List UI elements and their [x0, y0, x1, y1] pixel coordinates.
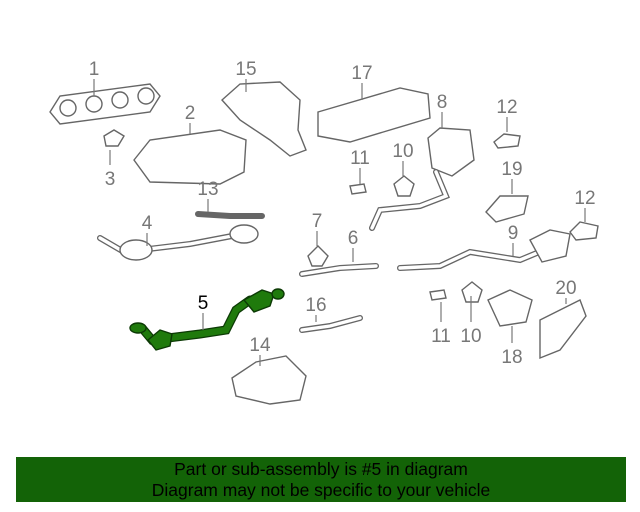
exhaust-parts-diagram: 1 15 17 8 12 2 11 10 19 3 13 12 7 4 6 9 5 20 16 11 10 14 18	[49, 59, 599, 405]
part-5-catalytic-converter-pipe[interactable]	[129, 288, 285, 351]
callout-9: 9	[508, 223, 519, 244]
part-1-manifold-gasket[interactable]	[49, 83, 161, 125]
part-18-bracket[interactable]	[487, 289, 533, 327]
part-6-intermediate-pipe[interactable]	[299, 263, 379, 277]
part-10-hanger-lower[interactable]	[461, 281, 483, 303]
part-16-pipe[interactable]	[299, 315, 363, 333]
callout-15: 15	[235, 59, 256, 80]
part-info-banner: Part or sub-assembly is #5 in diagram Di…	[16, 457, 626, 502]
part-13-oxygen-sensor[interactable]	[195, 211, 265, 219]
part-11-bolt-lower[interactable]	[429, 289, 447, 301]
part-20-heat-shield[interactable]	[539, 299, 587, 360]
part-10-hanger[interactable]	[393, 175, 415, 197]
callout-7: 7	[312, 211, 323, 232]
callout-11: 11	[431, 326, 451, 347]
callout-20: 20	[555, 278, 576, 299]
callout-11: 11	[350, 148, 370, 169]
part-3-gasket[interactable]	[103, 129, 125, 147]
callout-13: 13	[197, 179, 218, 200]
part-7-hanger[interactable]	[307, 245, 329, 267]
callout-labels: 1 15 17 8 12 2 11 10 19 3 13 12 7 4 6 9 5 20 16 11 10 14 18	[89, 59, 596, 368]
callout-12: 12	[496, 97, 517, 118]
banner-line-2: Diagram may not be specific to your vehi…	[151, 480, 491, 500]
callout-16: 16	[305, 295, 326, 316]
callout-12: 12	[574, 188, 595, 209]
callout-6: 6	[348, 228, 359, 249]
callout-14: 14	[249, 335, 271, 356]
part-17-heat-shield[interactable]	[317, 87, 431, 143]
callout-19: 19	[501, 159, 522, 180]
callout-2: 2	[185, 103, 196, 124]
part-9-rear-muffler[interactable]	[397, 229, 571, 271]
part-19-bracket[interactable]	[485, 195, 529, 223]
part-12-tail-pipe-tip-2[interactable]	[569, 221, 599, 241]
part-15-heat-shield[interactable]	[221, 81, 307, 157]
callout-3: 3	[105, 169, 116, 190]
callout-17: 17	[351, 63, 372, 84]
callout-4: 4	[142, 213, 153, 234]
part-12-tail-pipe-tip[interactable]	[493, 133, 521, 149]
callout-8: 8	[437, 92, 448, 113]
callout-10: 10	[460, 326, 481, 347]
part-2-exhaust-manifold[interactable]	[133, 129, 247, 185]
callout-1: 1	[89, 59, 100, 80]
part-8-muffler[interactable]	[369, 127, 475, 231]
part-4-converter-pipe[interactable]	[97, 224, 259, 261]
callout-18: 18	[501, 347, 522, 368]
callout-10: 10	[392, 141, 413, 162]
callout-5: 5	[198, 293, 209, 314]
part-14-heat-shield[interactable]	[231, 355, 307, 405]
part-11-bolt[interactable]	[349, 183, 367, 195]
banner-line-1: Part or sub-assembly is #5 in diagram	[174, 459, 468, 479]
